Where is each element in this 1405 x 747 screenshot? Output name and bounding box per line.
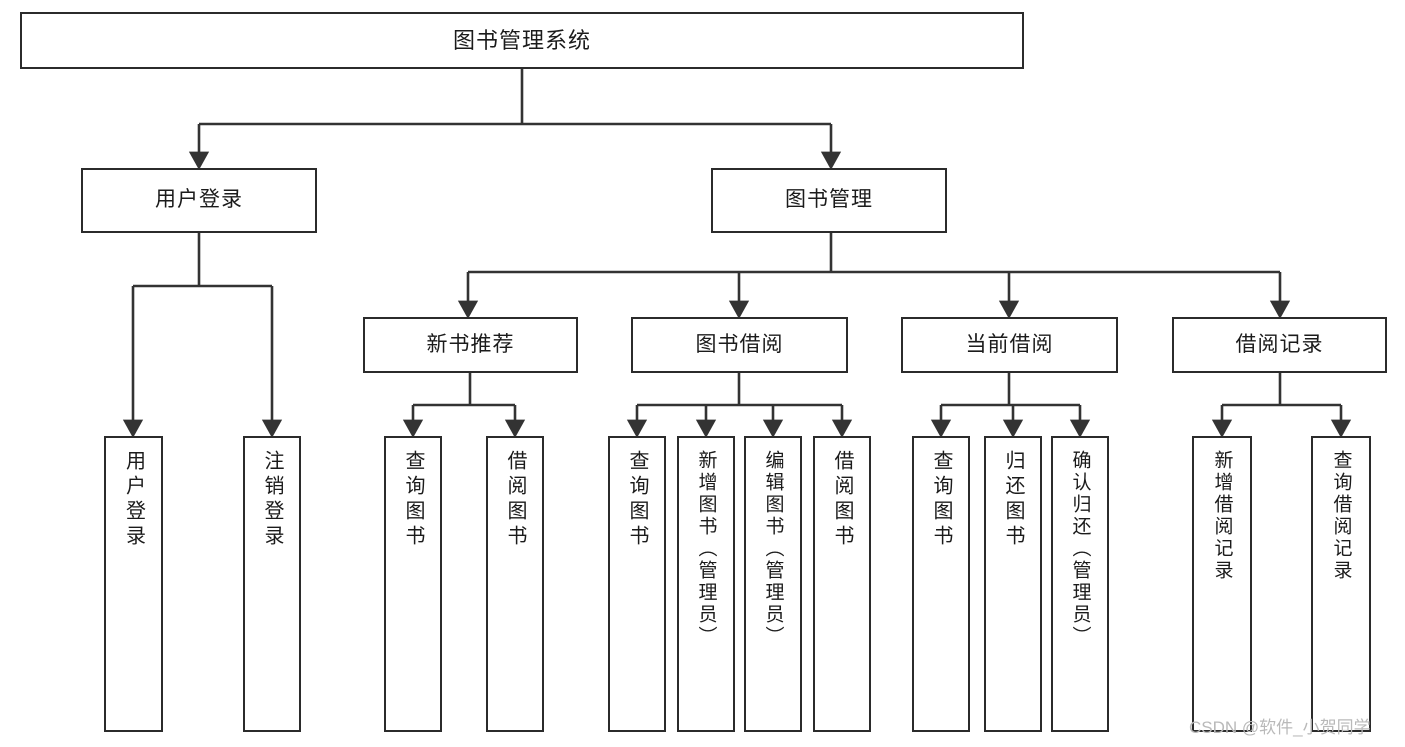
- watermark-text: CSDN @软件_小贺同学: [1189, 718, 1371, 737]
- node-label: 编辑图书（管理员）: [762, 450, 784, 648]
- node-label: 查询图书: [626, 450, 648, 550]
- node-leaf-user-logout[interactable]: 注销登录: [243, 436, 301, 732]
- node-book-management[interactable]: 图书管理: [711, 168, 947, 233]
- node-label: 查询图书: [930, 450, 952, 550]
- node-label: 图书管理: [785, 188, 873, 212]
- node-leaf-current-return-book[interactable]: 归还图书: [984, 436, 1042, 732]
- node-current-borrow[interactable]: 当前借阅: [901, 317, 1118, 373]
- node-leaf-recommend-borrow-book[interactable]: 借阅图书: [486, 436, 544, 732]
- node-root-system[interactable]: 图书管理系统: [20, 12, 1024, 69]
- node-label: 查询借阅记录: [1330, 450, 1352, 582]
- node-leaf-record-add[interactable]: 新增借阅记录: [1192, 436, 1252, 732]
- node-label: 图书借阅: [695, 332, 784, 356]
- node-leaf-user-login[interactable]: 用户登录: [104, 436, 163, 732]
- node-label: 新增借阅记录: [1211, 450, 1233, 582]
- node-label: 新书推荐: [426, 332, 515, 356]
- node-label: 确认归还（管理员）: [1069, 450, 1091, 648]
- node-label: 当前借阅: [965, 332, 1054, 356]
- node-label: 注销登录: [261, 450, 283, 550]
- node-leaf-borrow-query-book[interactable]: 查询图书: [608, 436, 666, 732]
- node-borrow-record[interactable]: 借阅记录: [1172, 317, 1387, 373]
- node-user-login[interactable]: 用户登录: [81, 168, 317, 233]
- node-label: 用户登录: [122, 450, 145, 550]
- node-leaf-current-query-book[interactable]: 查询图书: [912, 436, 970, 732]
- node-leaf-borrow-add-book-admin[interactable]: 新增图书（管理员）: [677, 436, 735, 732]
- node-label: 新增图书（管理员）: [695, 450, 717, 648]
- node-label: 归还图书: [1002, 450, 1024, 550]
- node-label: 图书管理系统: [452, 27, 591, 53]
- node-leaf-record-query[interactable]: 查询借阅记录: [1311, 436, 1371, 732]
- node-new-book-recommend[interactable]: 新书推荐: [363, 317, 578, 373]
- node-leaf-recommend-query-book[interactable]: 查询图书: [384, 436, 442, 732]
- node-label: 借阅图书: [831, 450, 853, 550]
- node-label: 用户登录: [155, 188, 243, 212]
- node-leaf-borrow-borrow-book[interactable]: 借阅图书: [813, 436, 871, 732]
- node-label: 借阅记录: [1235, 332, 1324, 356]
- node-leaf-borrow-edit-book-admin[interactable]: 编辑图书（管理员）: [744, 436, 802, 732]
- node-book-borrow[interactable]: 图书借阅: [631, 317, 848, 373]
- node-label: 查询图书: [402, 450, 424, 550]
- node-leaf-current-confirm-return-admin[interactable]: 确认归还（管理员）: [1051, 436, 1109, 732]
- node-label: 借阅图书: [504, 450, 526, 550]
